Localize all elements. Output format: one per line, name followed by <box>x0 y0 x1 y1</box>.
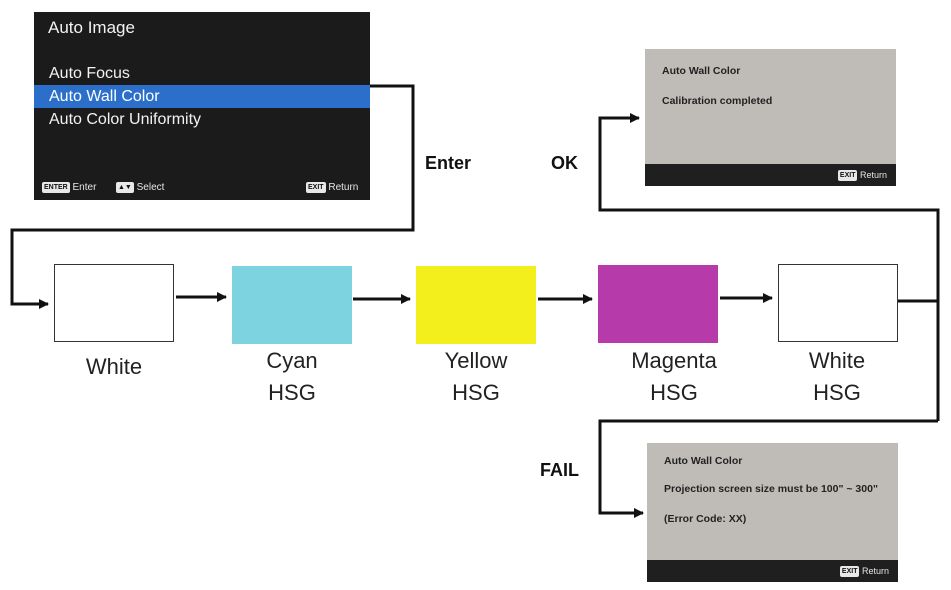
yellow-label: Yellow HSG <box>396 345 556 409</box>
ok-caption: OK <box>551 153 578 173</box>
enter-key-icon: ENTER <box>42 182 70 193</box>
auto-image-menu: Auto Image Auto Focus Auto Wall Color Au… <box>34 12 370 200</box>
arrow-to-ok <box>598 113 940 301</box>
arrow-keys-icon: ▲▼ <box>116 182 134 193</box>
menu-footer: ENTER Enter ▲▼ Select EXIT Return <box>34 176 370 200</box>
cyan-pattern-box <box>232 266 352 344</box>
menu-item-auto-color-uniformity[interactable]: Auto Color Uniformity <box>49 111 202 128</box>
arrow-menu-to-white <box>10 84 415 309</box>
fail-result-panel: Auto Wall Color Projection screen size m… <box>647 443 898 582</box>
yellow-label-line2: HSG <box>452 380 500 405</box>
white-hsg-label-line2: HSG <box>813 380 861 405</box>
white-hsg-pattern-box <box>778 264 898 342</box>
fail-panel-message: Projection screen size must be 100" ~ 30… <box>664 483 878 495</box>
menu-item-auto-focus[interactable]: Auto Focus <box>49 65 130 82</box>
cyan-label-line1: Cyan <box>266 348 318 373</box>
yellow-label-line1: Yellow <box>444 348 508 373</box>
magenta-label-line2: HSG <box>650 380 698 405</box>
fail-panel-title: Auto Wall Color <box>664 455 743 467</box>
return-hint: Return <box>859 169 887 180</box>
menu-title: Auto Image <box>48 18 135 37</box>
exit-key-icon: EXIT <box>306 182 326 193</box>
yellow-pattern-box <box>416 266 536 344</box>
white-pattern-box <box>54 264 174 342</box>
white-hsg-label: White HSG <box>757 345 917 409</box>
return-hint: Return <box>328 182 359 194</box>
menu-item-auto-wall-color[interactable]: Auto Wall Color <box>34 85 370 108</box>
enter-caption: Enter <box>425 153 472 173</box>
magenta-pattern-box <box>598 265 718 343</box>
fail-panel-error-code: (Error Code: XX) <box>664 513 747 525</box>
exit-key-icon: EXIT <box>837 170 858 181</box>
fail-panel-footer: EXIT Return <box>647 560 898 582</box>
return-hint: Return <box>861 565 889 576</box>
cyan-label-line2: HSG <box>268 380 316 405</box>
fail-caption: FAIL <box>540 460 579 480</box>
white-label: White <box>34 351 194 383</box>
ok-panel-title: Auto Wall Color <box>662 65 741 77</box>
enter-hint: Enter <box>72 182 97 194</box>
ok-panel-message: Calibration completed <box>662 95 773 107</box>
arrow-to-fail <box>598 419 938 518</box>
magenta-label-line1: Magenta <box>631 348 717 373</box>
cyan-label: Cyan HSG <box>212 345 372 409</box>
exit-key-icon: EXIT <box>839 566 860 577</box>
magenta-label: Magenta HSG <box>594 345 754 409</box>
white-label-line1: White <box>85 354 143 379</box>
white-hsg-label-line1: White <box>808 348 866 373</box>
ok-result-panel: Auto Wall Color Calibration completed EX… <box>645 49 896 186</box>
select-hint: Select <box>136 182 165 194</box>
ok-panel-footer: EXIT Return <box>645 164 896 186</box>
